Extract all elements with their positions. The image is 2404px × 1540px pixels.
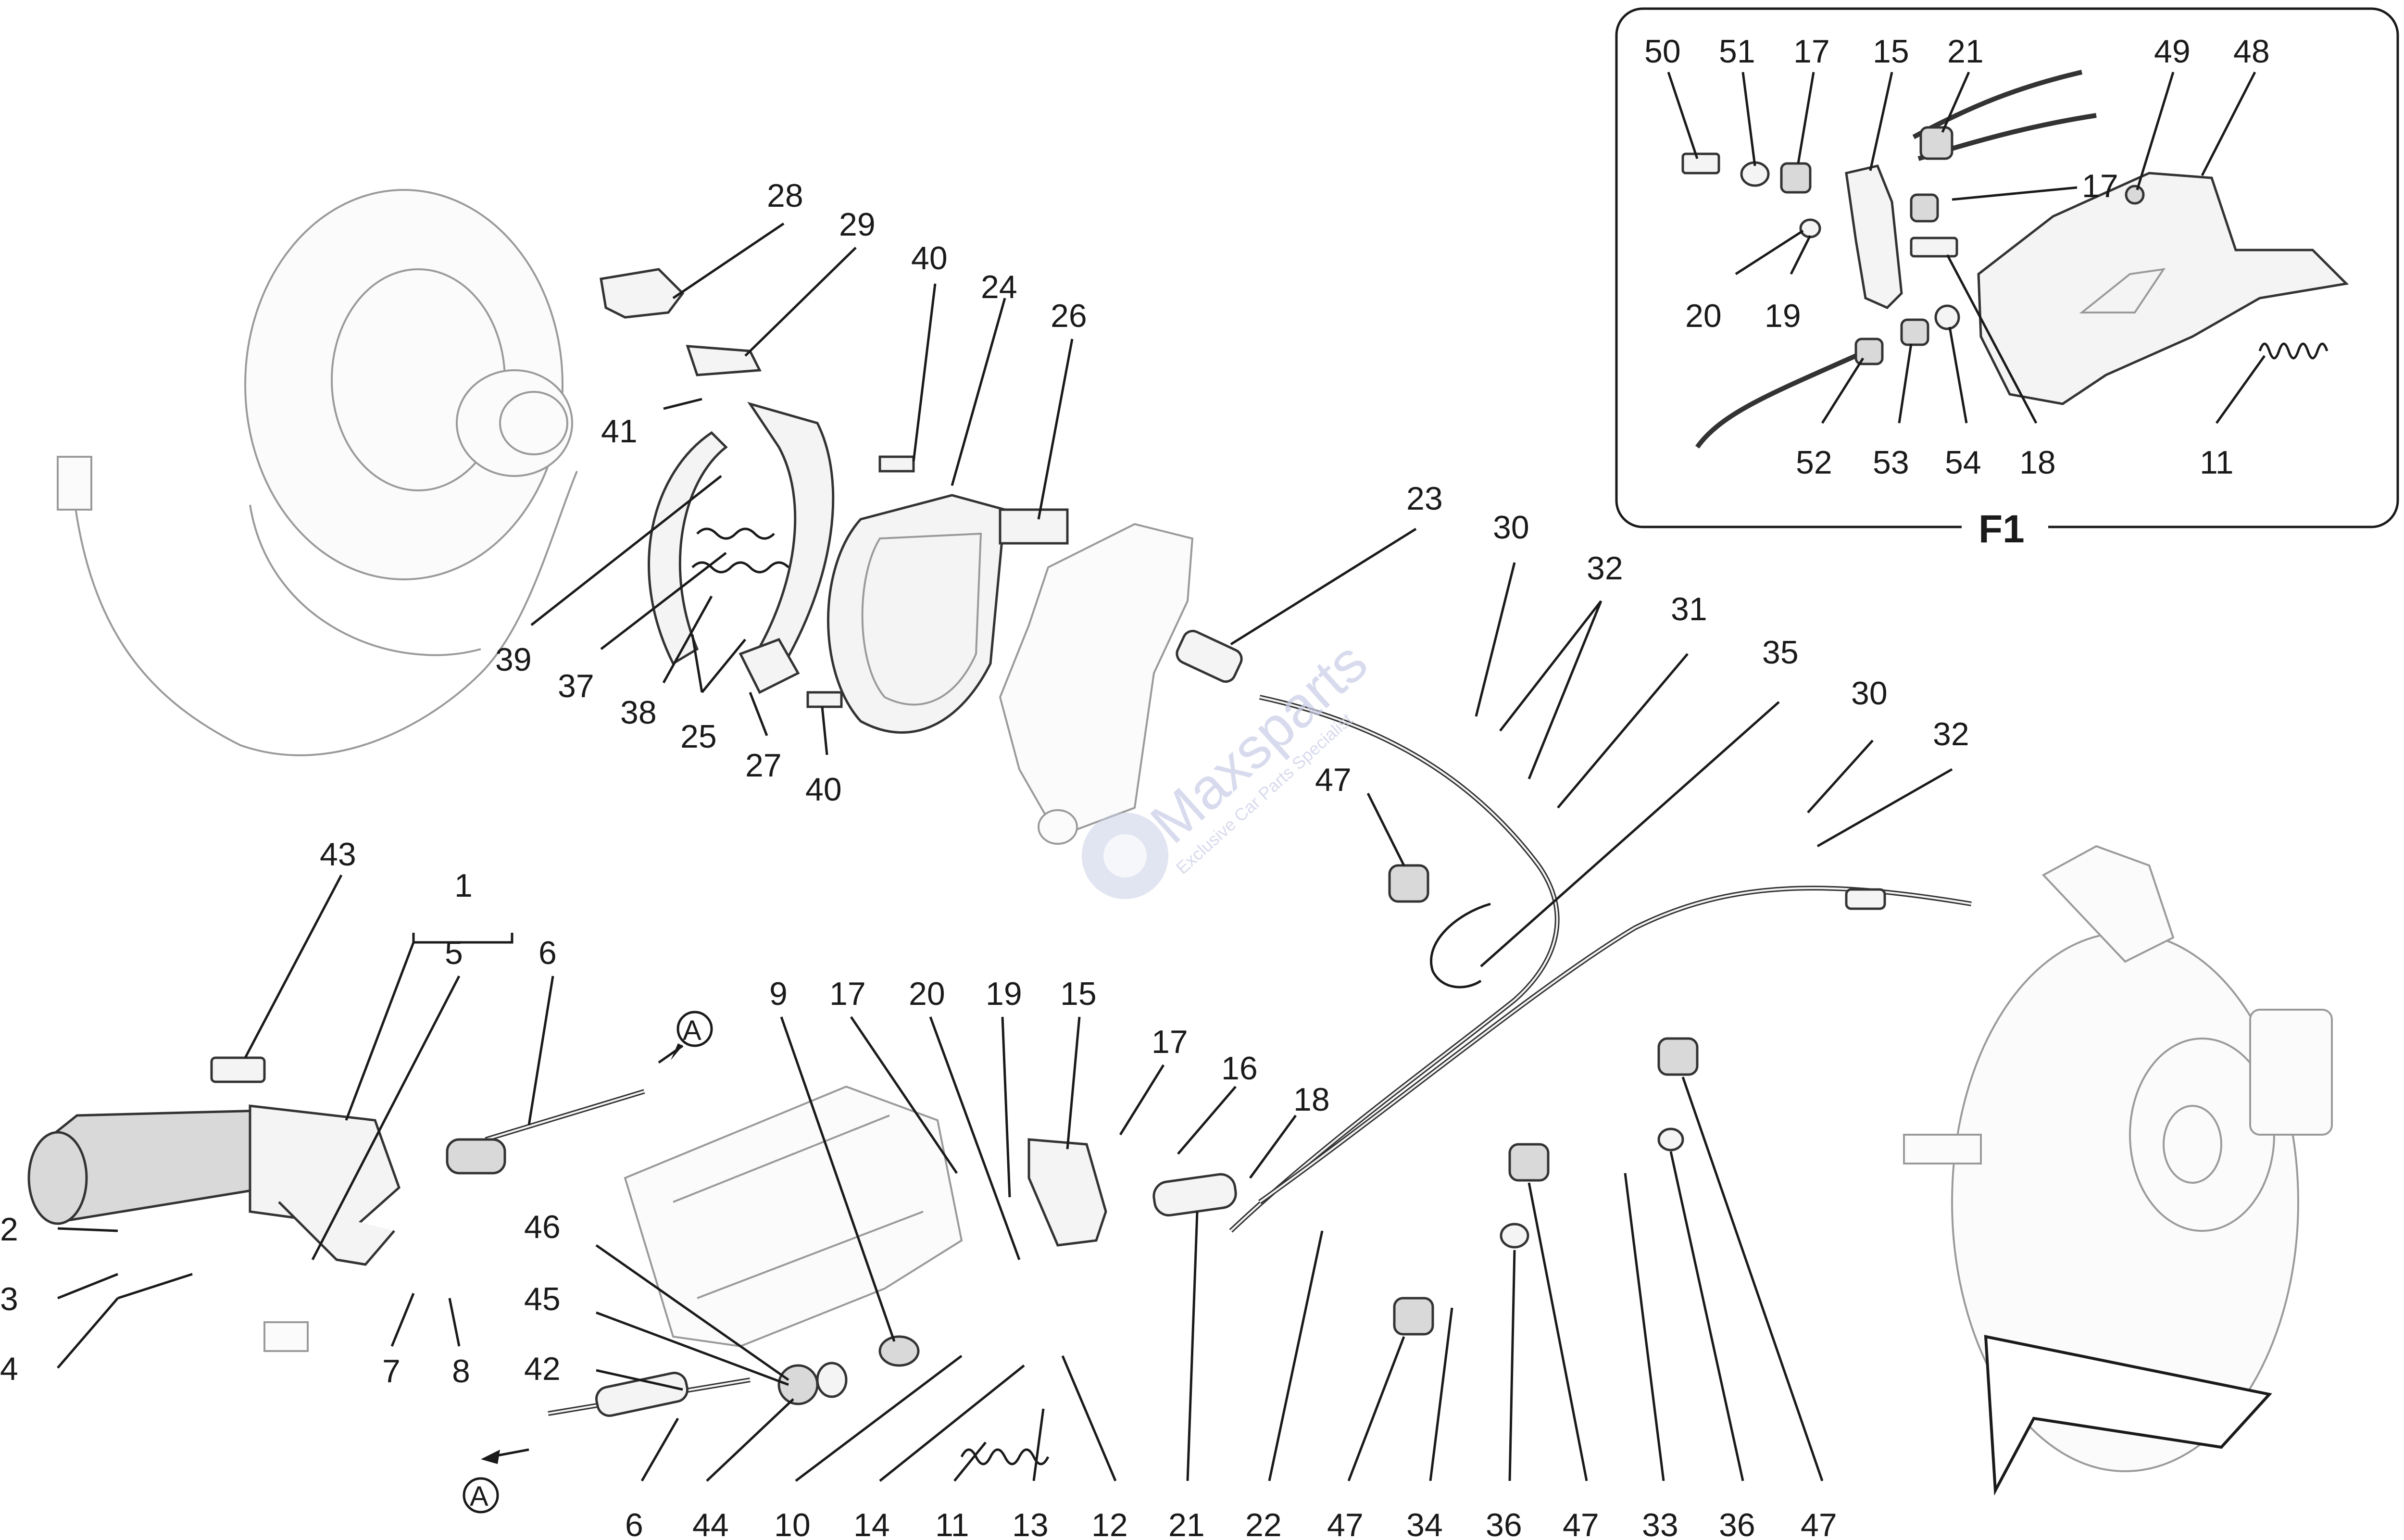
callout-label: 54 bbox=[1945, 444, 1981, 481]
hub-carrier-left bbox=[999, 523, 1194, 845]
callout-label: 36 bbox=[1719, 1507, 1755, 1540]
callout-label: 51 bbox=[1719, 33, 1755, 70]
callout-label: 28 bbox=[767, 177, 803, 214]
callout-label: 44 bbox=[692, 1507, 729, 1540]
rubber-bushings bbox=[1388, 864, 1699, 1336]
callout-label: 14 bbox=[853, 1507, 890, 1540]
callout-label: 26 bbox=[1051, 298, 1087, 334]
cable-guide-housing bbox=[624, 1085, 963, 1348]
callout-label: 43 bbox=[320, 836, 356, 873]
callout-label: 10 bbox=[774, 1507, 811, 1540]
callout-label: 11 bbox=[2200, 444, 2234, 481]
callout-label: 46 bbox=[524, 1209, 561, 1245]
callout-label: 21 bbox=[1947, 33, 1984, 70]
callout-label: 15 bbox=[1873, 33, 1909, 70]
brake-cable-left-rear bbox=[1176, 629, 1560, 1233]
callout-label: 27 bbox=[745, 747, 782, 784]
callout-label: 47 bbox=[1327, 1507, 1364, 1540]
callout-label: 47 bbox=[1563, 1507, 1599, 1540]
callout-label: 48 bbox=[2233, 33, 2270, 70]
callout-label: 17 bbox=[1152, 1024, 1188, 1060]
cable-clip bbox=[1430, 902, 1491, 989]
callout-label: 9 bbox=[769, 976, 788, 1012]
callout-label: 16 bbox=[1221, 1050, 1258, 1087]
inset-f1-parts bbox=[1681, 70, 2349, 449]
callout-label: 34 bbox=[1406, 1507, 1443, 1540]
callout-label: 19 bbox=[986, 976, 1022, 1012]
callout-label: 17 bbox=[829, 976, 866, 1012]
direction-arrow-icon bbox=[1984, 1335, 2272, 1496]
callout-label: 23 bbox=[1406, 480, 1443, 517]
callout-label: 6 bbox=[538, 935, 557, 971]
callout-label: 17 bbox=[2082, 168, 2118, 204]
handbrake-lever bbox=[27, 1056, 401, 1352]
connector-a-label: A bbox=[470, 1481, 488, 1512]
callout-label: 21 bbox=[1168, 1507, 1205, 1540]
callout-label: 18 bbox=[1293, 1081, 1330, 1118]
brake-cable-right-rear bbox=[1258, 886, 1972, 1204]
callout-label: 47 bbox=[1315, 762, 1352, 798]
rear-brake-disc-left bbox=[244, 189, 573, 656]
callout-label: 40 bbox=[805, 771, 842, 808]
callout-label: 42 bbox=[524, 1351, 561, 1387]
callout-label: 12 bbox=[1091, 1507, 1128, 1540]
callout-label: 29 bbox=[839, 206, 876, 243]
callout-label: 13 bbox=[1012, 1507, 1049, 1540]
callout-label: 41 bbox=[601, 413, 638, 450]
callout-label: 5 bbox=[445, 935, 463, 971]
callout-label: 32 bbox=[1587, 550, 1623, 587]
callout-label: 20 bbox=[909, 976, 945, 1012]
callout-label: 25 bbox=[680, 718, 717, 755]
equaliser-bracket bbox=[1027, 1138, 1237, 1247]
connector-a-label: A bbox=[683, 1015, 701, 1046]
callout-label: 40 bbox=[911, 240, 948, 276]
handbrake-front-cable bbox=[446, 1089, 920, 1417]
callout-label: 11 bbox=[935, 1507, 969, 1540]
callout-label: 38 bbox=[620, 694, 657, 731]
callout-label: 47 bbox=[1801, 1507, 1837, 1540]
brake-shoes-assembly bbox=[600, 268, 1069, 734]
abs-sensor-wire bbox=[57, 456, 578, 756]
callout-label: 6 bbox=[625, 1507, 643, 1540]
callout-label: 15 bbox=[1060, 976, 1097, 1012]
callout-label: 31 bbox=[1671, 591, 1707, 627]
callout-label: 53 bbox=[1873, 444, 1909, 481]
callout-label: 3 bbox=[0, 1281, 18, 1317]
callout-label: 30 bbox=[1493, 509, 1529, 546]
callout-label: 22 bbox=[1245, 1507, 1282, 1540]
callout-label: 35 bbox=[1762, 634, 1799, 671]
inset-f1-label: F1 bbox=[1978, 507, 2025, 551]
callout-label: 33 bbox=[1642, 1507, 1678, 1540]
callout-label: 32 bbox=[1933, 716, 1969, 752]
callout-label: 49 bbox=[2154, 33, 2191, 70]
callout-label: 17 bbox=[1793, 33, 1830, 70]
callout-labels: 50 51 17 15 21 49 48 17 20 19 52 53 54 1… bbox=[0, 33, 2270, 1540]
return-spring bbox=[960, 1448, 1050, 1465]
callout-label: 7 bbox=[382, 1353, 401, 1390]
callout-label: 18 bbox=[2019, 444, 2056, 481]
callout-label: 37 bbox=[558, 668, 594, 704]
inset-f1-box: F1 bbox=[1615, 7, 2399, 551]
callout-label: 45 bbox=[524, 1281, 561, 1317]
callout-label: 19 bbox=[1765, 298, 1801, 334]
callout-label: 30 bbox=[1851, 675, 1888, 712]
connector-a-upper: A bbox=[658, 1011, 713, 1064]
callout-label: 2 bbox=[0, 1211, 18, 1248]
callout-label: 4 bbox=[0, 1351, 18, 1387]
callout-label: 1 bbox=[454, 867, 473, 904]
callout-label: 36 bbox=[1486, 1507, 1522, 1540]
callout-label: 20 bbox=[1685, 298, 1722, 334]
callout-label: 24 bbox=[981, 269, 1017, 305]
callout-label: 39 bbox=[495, 641, 532, 678]
callout-label: 50 bbox=[1644, 33, 1681, 70]
leader-lines bbox=[57, 71, 2266, 1482]
callout-label: 8 bbox=[452, 1353, 470, 1390]
callout-label: 52 bbox=[1796, 444, 1832, 481]
rear-brake-disc-right bbox=[1903, 845, 2333, 1472]
watermark-brand: Maxsparts bbox=[1139, 629, 1379, 855]
connector-a-lower: A bbox=[463, 1448, 529, 1514]
